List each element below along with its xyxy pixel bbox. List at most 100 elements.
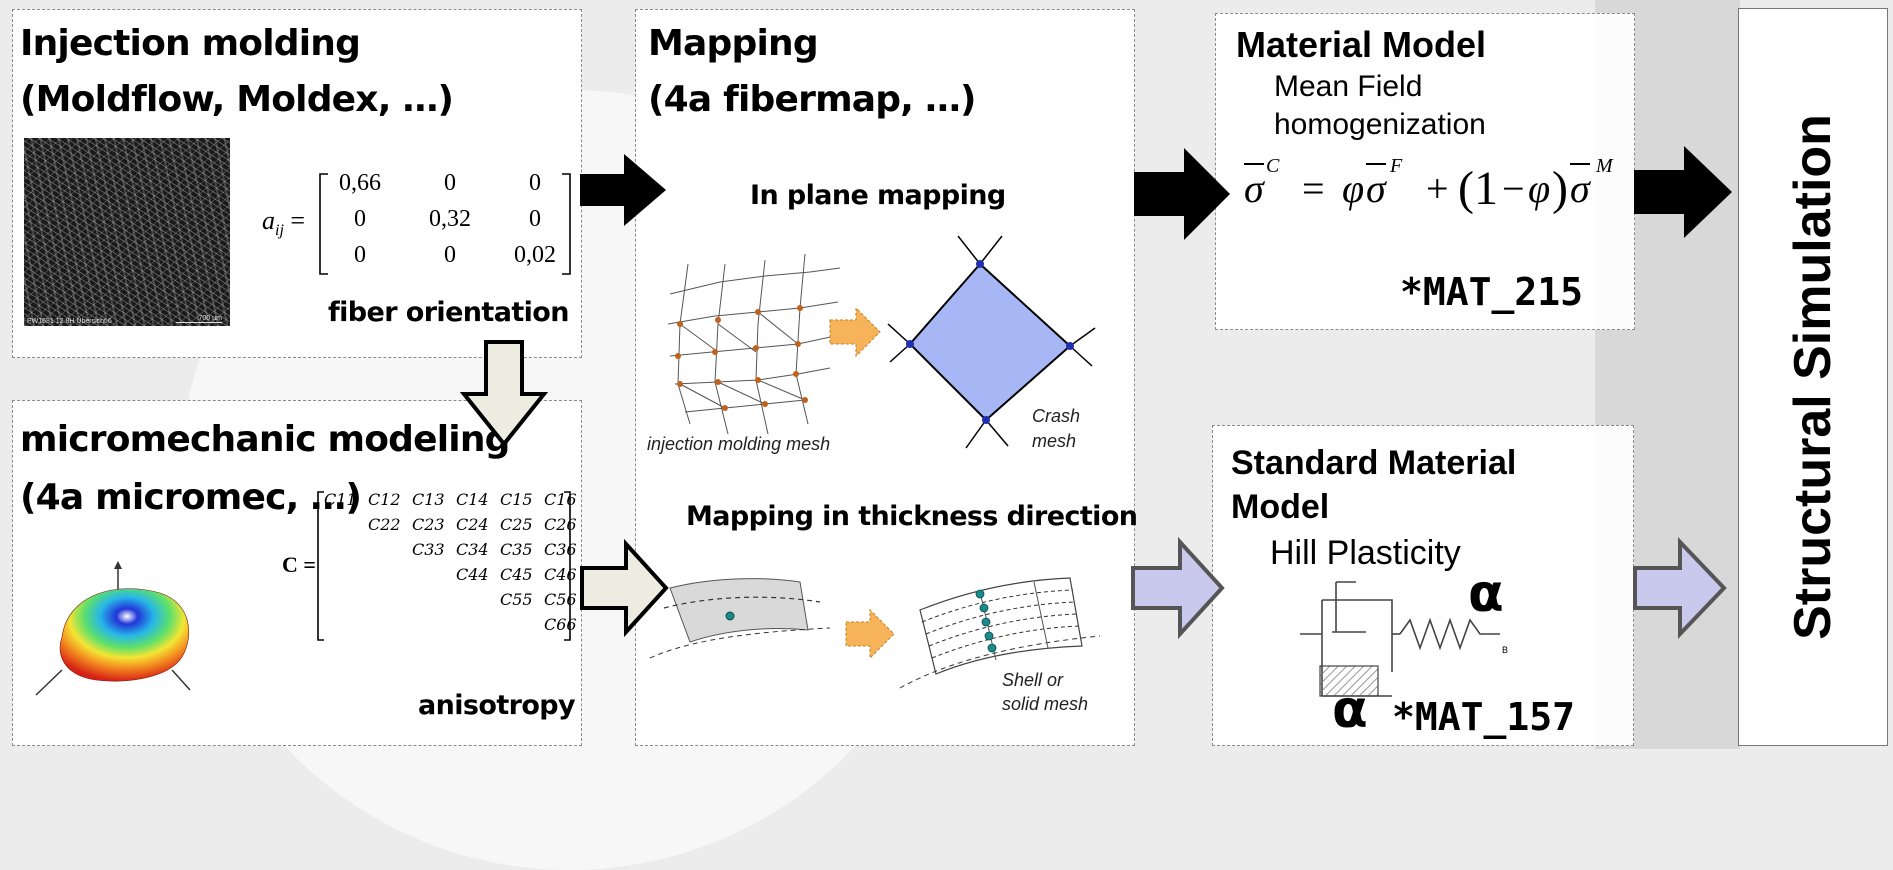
stiffness-cell: C13 (412, 490, 445, 509)
inplane-mapping-title: In plane mapping (750, 180, 1006, 211)
stiffness-cell: C11 (324, 490, 357, 509)
stiffness-cell: C35 (500, 540, 533, 559)
thickness-orange-arrow (845, 608, 895, 660)
mapping-title-line2: (4a fibermap, …) (648, 79, 977, 120)
stiffness-cell: C66 (544, 615, 577, 634)
tensor-brackets (319, 173, 571, 275)
svg-text:M: M (1595, 155, 1614, 177)
injection-title-line2: (Moldflow, Moldex, …) (20, 79, 454, 120)
tensor-symbol: aij = (262, 206, 305, 240)
crash-mesh-label-1: Crash (1032, 406, 1081, 426)
stiffness-cell: C23 (412, 515, 445, 534)
alpha-upper: α (1468, 564, 1504, 624)
structural-simulation-label: Structural Simulation (1784, 114, 1842, 640)
arrow-micromechanic-to-mapping (580, 538, 669, 638)
stiffness-cell: C25 (500, 515, 533, 534)
stiffness-cell: C36 (544, 540, 577, 559)
stiffness-cell: C16 (544, 490, 577, 509)
shell-label-2: solid mesh (1002, 694, 1089, 714)
stiffness-cell: C55 (500, 590, 533, 609)
thickness-mapping-diagram (649, 548, 1105, 716)
stiffness-cell: C45 (500, 565, 533, 584)
tensor-cell: 0 (529, 206, 541, 232)
arrow-injection-to-mapping (580, 154, 666, 226)
stiffness-cell: C44 (456, 565, 489, 584)
inplane-orange-arrow (829, 306, 881, 358)
plasticity-rheology-diagram (1300, 581, 1500, 697)
standard-model-title-1: Standard Material (1231, 444, 1517, 482)
micromechanic-title-line1: micromechanic modeling (20, 419, 510, 460)
svg-text:σ: σ (1570, 166, 1591, 211)
anisotropy-label: anisotropy (418, 690, 576, 721)
stiffness-cell: C33 (412, 540, 445, 559)
mat-157-keyword: *MAT_157 (1392, 695, 1576, 739)
tensor-subscript: ij (275, 222, 284, 240)
tensor-cell: 0 (354, 242, 366, 268)
stiffness-cell: C56 (544, 590, 577, 609)
homogenization-formula: σ C = φ σ F + (1 − φ ) σ M (1244, 155, 1614, 215)
hill-plasticity-label: Hill Plasticity (1270, 534, 1461, 572)
fiber-orientation-label: fiber orientation (328, 297, 569, 328)
mapping-title-line1: Mapping (648, 23, 819, 64)
stiffness-cell: C22 (368, 515, 401, 534)
tensor-equals: = (290, 206, 306, 235)
shell-label-1: Shell or (1002, 670, 1064, 690)
anisotropy-ellipsoid-icon (22, 545, 206, 707)
material-model-box (1215, 13, 1635, 330)
svg-text:): ) (1552, 162, 1568, 215)
stiffness-cell: C26 (544, 515, 577, 534)
svg-text:=: = (1302, 166, 1325, 211)
stiffness-cell: C24 (456, 515, 489, 534)
micrograph-caption: PW1681 12 8H Übersicht 6 (27, 318, 112, 325)
tensor-symbol-letter: a (262, 206, 275, 235)
tensor-cell: 0 (354, 206, 366, 232)
crash-mesh-label-2: mesh (1032, 431, 1077, 451)
stiffness-brackets (317, 491, 571, 641)
tensor-cell: 0,66 (339, 170, 381, 196)
micromechanic-title-line2: (4a micromec, …) (20, 477, 362, 518)
structural-simulation-box: Structural Simulation (1738, 8, 1888, 746)
svg-text:σ: σ (1366, 166, 1387, 211)
tensor-matrix: 0,66 0 0 0 0,32 0 0 0 0,02 (330, 170, 570, 280)
standard-material-box (1212, 425, 1634, 746)
svg-text:F: F (1389, 155, 1403, 177)
injection-title-line1: Injection molding (20, 23, 361, 64)
material-model-subtitle-2: homogenization (1274, 108, 1486, 141)
spring-label: B (1502, 645, 1509, 655)
tensor-cell: 0 (529, 170, 541, 196)
tensor-cell: 0,32 (429, 206, 471, 232)
arrow-standard-to-structural (1633, 537, 1727, 639)
svg-text:φ: φ (1528, 166, 1550, 211)
arrow-material-to-structural (1634, 146, 1732, 238)
arrow-mapping-to-material (1134, 148, 1230, 240)
mat-215-keyword: *MAT_215 (1400, 270, 1584, 314)
injection-mesh-label: injection molding mesh (647, 434, 831, 454)
stiffness-cell: C12 (368, 490, 401, 509)
stiffness-symbol: C = (282, 552, 316, 577)
material-model-subtitle-1: Mean Field (1274, 70, 1423, 103)
svg-text:C: C (1266, 155, 1280, 177)
standard-model-title-2: Model (1231, 488, 1330, 526)
svg-text:φ: φ (1342, 166, 1364, 211)
arrow-mapping-to-standard (1131, 536, 1225, 640)
inplane-mapping-diagram (640, 224, 1110, 474)
tensor-cell: 0 (444, 242, 456, 268)
tensor-cell: 0 (444, 170, 456, 196)
micrograph-scale-label: 700 µm (198, 315, 223, 322)
fiber-micrograph-image: PW1681 12 8H Übersicht 6 700 µm (24, 138, 230, 326)
stiffness-cell: C14 (456, 490, 489, 509)
material-model-title: Material Model (1236, 24, 1487, 65)
alpha-lower: α (1332, 680, 1368, 740)
stiffness-cell: C15 (500, 490, 533, 509)
svg-text:+: + (1426, 166, 1449, 211)
stiffness-cell: C34 (456, 540, 489, 559)
micrograph-scale-bar (176, 322, 222, 323)
thickness-mapping-title: Mapping in thickness direction (686, 501, 1138, 532)
svg-text:(1: (1 (1458, 162, 1498, 215)
svg-text:−: − (1502, 166, 1525, 211)
stiffness-cell: C46 (544, 565, 577, 584)
tensor-cell: 0,02 (514, 242, 556, 268)
svg-text:σ: σ (1244, 166, 1265, 211)
arrow-injection-to-micromechanic (459, 340, 549, 448)
